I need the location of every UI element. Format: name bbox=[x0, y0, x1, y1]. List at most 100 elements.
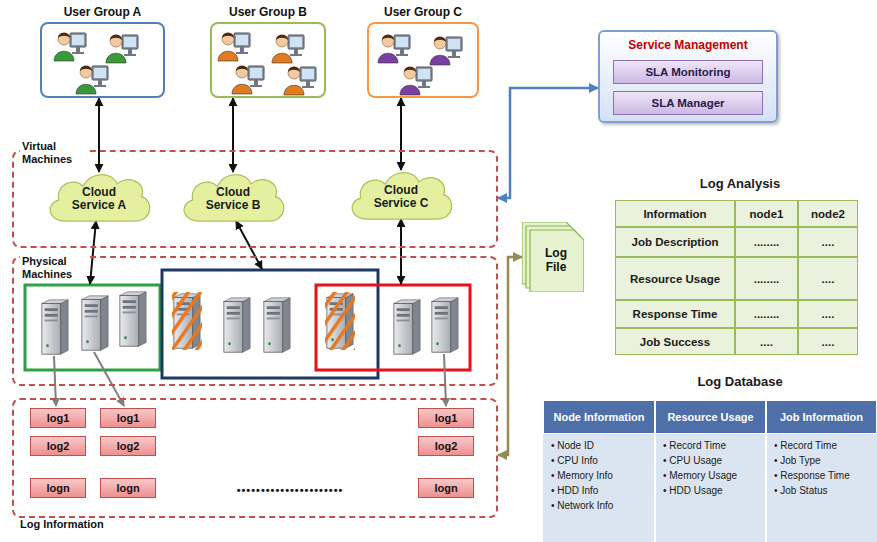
list-item: • Memory Usage bbox=[663, 469, 737, 483]
log-entry: log2 bbox=[418, 436, 474, 456]
list-item: • Memory Info bbox=[551, 469, 613, 483]
file-page bbox=[530, 230, 584, 292]
layer-region: Log Informationlog1log1log1log2log2log2l… bbox=[12, 398, 498, 518]
cloud-label: Cloud Service B bbox=[194, 186, 272, 212]
table-cell: Resource Usage bbox=[615, 257, 735, 300]
table-cell: .... bbox=[735, 328, 798, 355]
label-box: • Memory Info bbox=[551, 468, 653, 483]
log-label: log2 bbox=[44, 440, 73, 452]
list-item: • Response Time bbox=[774, 469, 850, 483]
group-title: User Group C bbox=[349, 4, 497, 20]
user-icon bbox=[106, 35, 138, 63]
table-cell: .... bbox=[798, 328, 858, 355]
shared-hatch bbox=[325, 292, 355, 350]
link-arrow bbox=[90, 221, 96, 284]
cell-text: Response Time bbox=[633, 307, 718, 321]
group-title: User Group B bbox=[192, 4, 344, 20]
cell-text: .... bbox=[822, 307, 835, 321]
region-label: Physical Machines bbox=[20, 255, 86, 281]
user-icon bbox=[232, 66, 264, 94]
file-label: Log File bbox=[534, 246, 578, 274]
table-cell: node2 bbox=[798, 200, 858, 227]
cloud-outline bbox=[184, 175, 284, 221]
log-entry: log2 bbox=[100, 436, 156, 456]
table-header: Resource Usage bbox=[655, 400, 766, 434]
server-group bbox=[316, 285, 470, 370]
table-cell: node1 bbox=[735, 200, 798, 227]
cell-text: .... bbox=[760, 335, 773, 349]
table-cell: Response Time bbox=[615, 300, 735, 328]
label-box: • Response Time bbox=[774, 468, 875, 483]
table-rule bbox=[654, 434, 656, 542]
user-icon bbox=[54, 33, 86, 61]
table-cell: ........ bbox=[735, 300, 798, 328]
table-title: Log Analysis bbox=[700, 177, 780, 191]
header-text: Resource Usage bbox=[667, 410, 753, 424]
server-icon bbox=[264, 298, 290, 352]
cell-text: Resource Usage bbox=[630, 272, 720, 286]
cloud-outline bbox=[50, 175, 150, 221]
label-box: • Node ID bbox=[551, 438, 653, 453]
server-icon bbox=[224, 298, 250, 352]
list-item: • HDD Info bbox=[551, 484, 598, 498]
server-icon bbox=[42, 300, 68, 354]
cloud-service: Cloud Service B bbox=[177, 170, 289, 228]
server-icon bbox=[82, 296, 108, 350]
table-cell: ........ bbox=[735, 257, 798, 300]
cell-text: Job Description bbox=[632, 235, 719, 249]
region-label: Log Information bbox=[18, 518, 106, 531]
header-text: Job Information bbox=[780, 410, 863, 424]
server-group bbox=[25, 285, 160, 370]
list-item: • Network Info bbox=[551, 499, 613, 513]
log-file-icon: Log File bbox=[522, 222, 584, 292]
table-header: Node Information bbox=[543, 400, 655, 434]
label-box: • Job Status bbox=[774, 483, 875, 498]
user-icon bbox=[378, 35, 410, 63]
link-arrow bbox=[236, 221, 262, 269]
connector-arrow bbox=[498, 257, 522, 455]
user-group-box: User Group C bbox=[367, 22, 479, 98]
table-cell: Job Success bbox=[615, 328, 735, 355]
table-header: Job Information bbox=[766, 400, 877, 434]
log-entry: logn bbox=[30, 478, 86, 498]
table-cell: .... bbox=[798, 300, 858, 328]
service-panel: Service ManagementSLA MonitoringSLA Mana… bbox=[598, 30, 778, 123]
cloud-outline bbox=[352, 173, 452, 219]
cell-text: .... bbox=[822, 272, 835, 286]
label-box: • Memory Usage bbox=[663, 468, 764, 483]
server-icon bbox=[432, 298, 458, 352]
group-title: User Group A bbox=[22, 4, 183, 20]
table-cell: Information bbox=[615, 200, 735, 227]
connector-arrow bbox=[400, 98, 402, 170]
label-box: • HDD Info bbox=[551, 483, 653, 498]
log-label: logn bbox=[43, 482, 72, 494]
user-group-box: User Group A bbox=[40, 22, 165, 98]
label-box: Log Database bbox=[670, 372, 810, 392]
label-box: • Record Time bbox=[663, 438, 764, 453]
cell-text: ........ bbox=[754, 307, 780, 321]
label-box: • CPU Info bbox=[551, 453, 653, 468]
cell-text: .... bbox=[822, 335, 835, 349]
cell-text: ........ bbox=[754, 235, 780, 249]
cloud-service: Cloud Service A bbox=[43, 170, 155, 228]
table-body bbox=[543, 434, 877, 542]
label-box: • HDD Usage bbox=[663, 483, 764, 498]
list-item: • Job Type bbox=[774, 454, 821, 468]
connector-arrow bbox=[232, 98, 234, 172]
table-rule bbox=[765, 434, 767, 542]
cloud-label: Cloud Service C bbox=[362, 184, 440, 210]
connector-arrow bbox=[498, 88, 598, 198]
label-box: Log Analysis bbox=[670, 174, 810, 194]
user-icon bbox=[430, 37, 462, 65]
log-label: log1 bbox=[44, 412, 73, 424]
cell-text: .... bbox=[822, 235, 835, 249]
table-cell: Job Description bbox=[615, 227, 735, 257]
server-group bbox=[162, 270, 378, 378]
table-cell: .... bbox=[798, 227, 858, 257]
cell-text: ........ bbox=[754, 272, 780, 286]
list-item: • Record Time bbox=[774, 439, 837, 453]
ellipsis-dots: •••••••••••••••••••••• bbox=[237, 483, 344, 497]
box-label: SLA Manager bbox=[647, 97, 728, 109]
header-text: Node Information bbox=[553, 410, 644, 424]
list-item: • HDD Usage bbox=[663, 484, 723, 498]
